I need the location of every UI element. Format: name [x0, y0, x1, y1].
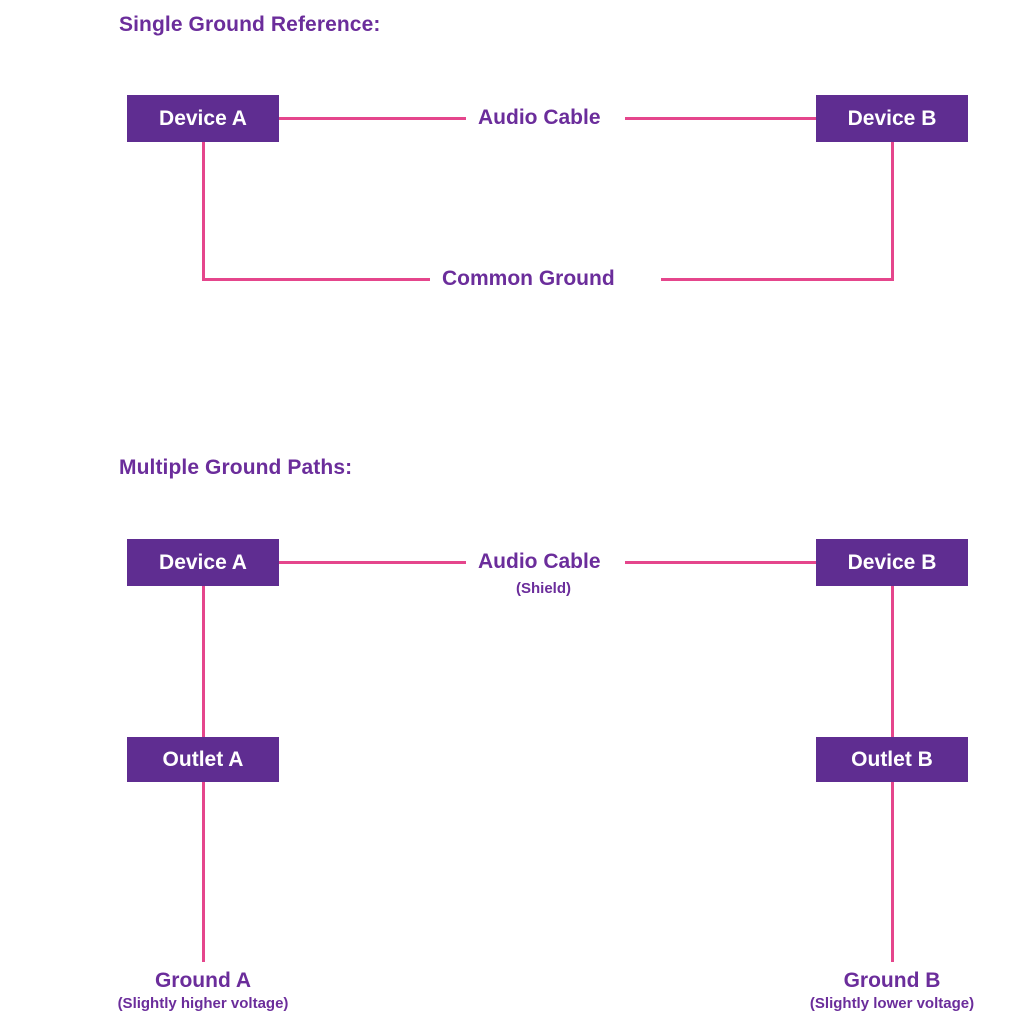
- node-d1-device-a[interactable]: Device A: [127, 95, 279, 142]
- wire-d2-device-b-to-outlet-b: [891, 586, 894, 737]
- wire-d2-outlet-a-to-ground-a: [202, 782, 205, 962]
- wire-d2-outlet-b-to-ground-b: [891, 782, 894, 962]
- wire-d2-audio-cable-left: [279, 561, 469, 564]
- label-d1-common-ground: Common Ground: [430, 267, 627, 291]
- node-d1-device-b[interactable]: Device B: [816, 95, 968, 142]
- label-ground-a: Ground A (Slightly higher voltage): [53, 968, 353, 1014]
- wire-d1-ground-drop-right: [891, 142, 894, 281]
- label-ground-b: Ground B (Slightly lower voltage): [742, 968, 1018, 1014]
- wire-d1-common-ground-left: [202, 278, 433, 281]
- wire-d1-audio-cable-left: [279, 117, 469, 120]
- label-d2-audio-cable-shield: (Shield): [516, 580, 571, 597]
- node-d2-device-a[interactable]: Device A: [127, 539, 279, 586]
- label-ground-a-title: Ground A: [154, 969, 252, 992]
- label-d2-audio-cable: Audio Cable: [466, 550, 613, 574]
- wire-d2-audio-cable-right: [625, 561, 816, 564]
- wire-d1-common-ground-right: [661, 278, 894, 281]
- label-d1-audio-cable: Audio Cable: [466, 106, 613, 130]
- wire-d2-device-a-to-outlet-a: [202, 586, 205, 737]
- label-ground-b-note: (Slightly lower voltage): [809, 995, 975, 1012]
- node-d2-device-b[interactable]: Device B: [816, 539, 968, 586]
- node-d2-outlet-b[interactable]: Outlet B: [816, 737, 968, 782]
- wire-d1-audio-cable-right: [625, 117, 816, 120]
- node-d2-outlet-a[interactable]: Outlet A: [127, 737, 279, 782]
- label-ground-a-note: (Slightly higher voltage): [117, 995, 289, 1012]
- heading-single-ground-reference: Single Ground Reference:: [119, 13, 381, 36]
- label-ground-b-title: Ground B: [843, 969, 941, 992]
- wire-d1-ground-drop-left: [202, 142, 205, 281]
- heading-multiple-ground-paths: Multiple Ground Paths:: [119, 456, 353, 479]
